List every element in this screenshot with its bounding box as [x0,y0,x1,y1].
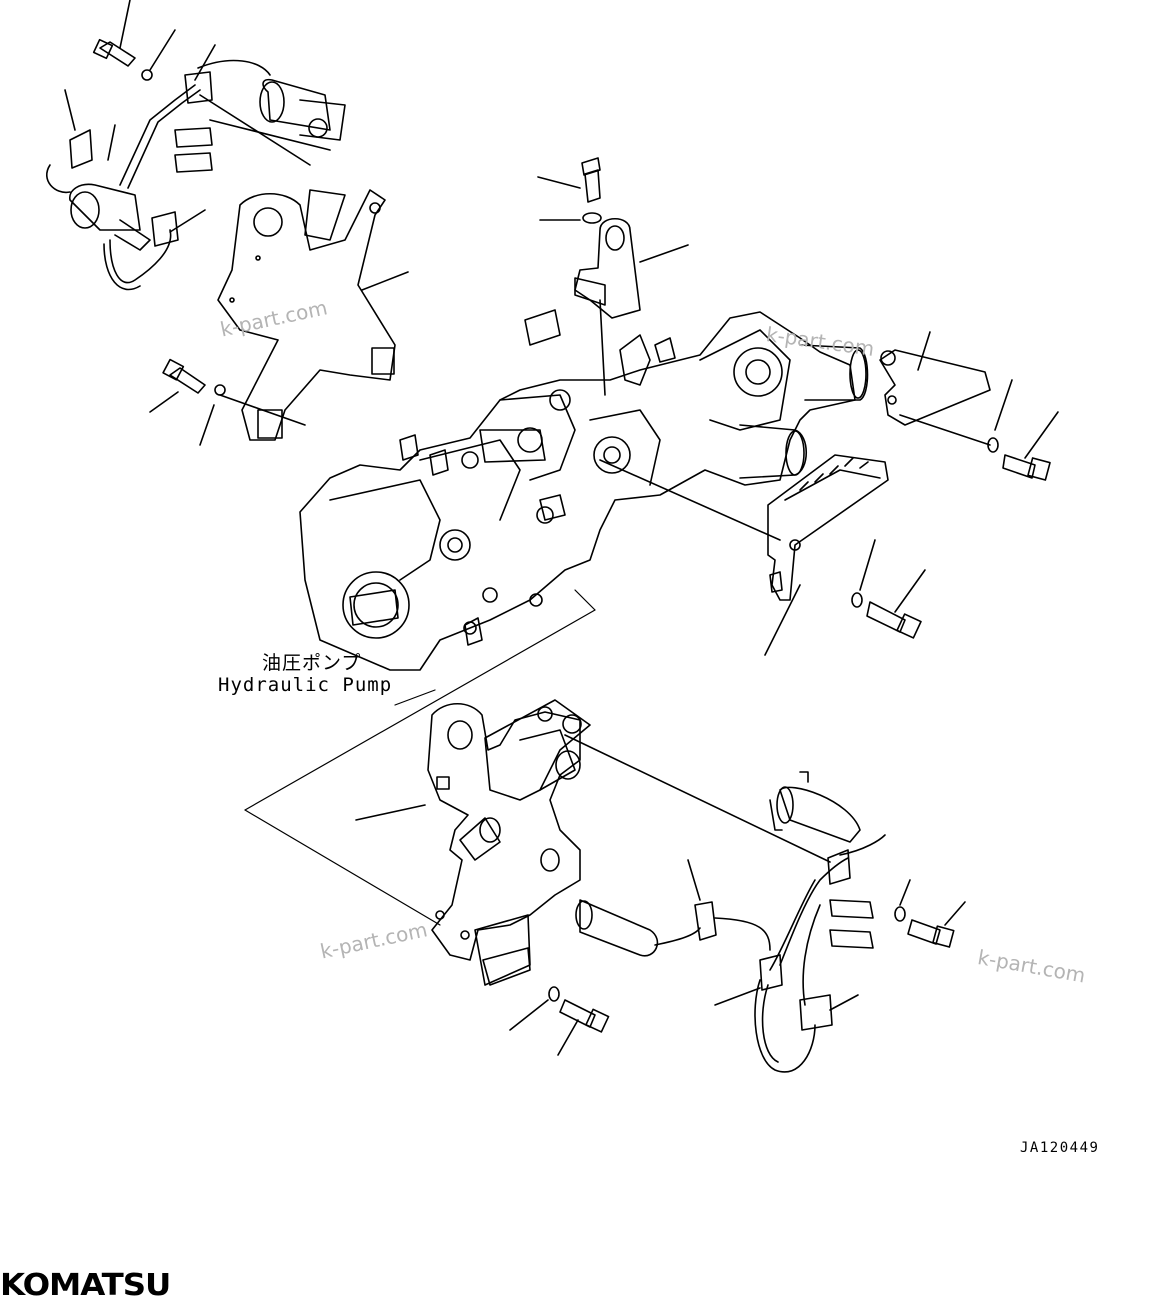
right-fasteners [764,331,1059,656]
upper-left-leaders [64,0,409,446]
lower-pump-bracket [355,699,591,986]
reference-frame [244,589,596,926]
upper-pump-bracket [217,189,396,441]
komatsu-logo: KOMATSU [0,1268,171,1303]
hydraulic-pump [299,299,869,671]
lower-fasteners [509,879,966,1056]
center-top-bracket [537,157,689,319]
upper-left-fasteners [92,38,306,426]
upper-solenoid-assembly [46,59,346,291]
lower-solenoid-assembly [564,734,886,1073]
pump-label-english: Hydraulic Pump [218,674,393,696]
figure-code: JA120449 [1020,1140,1100,1156]
right-brackets [767,349,991,601]
pump-label-japanese: 油圧ポンプ [262,652,362,674]
